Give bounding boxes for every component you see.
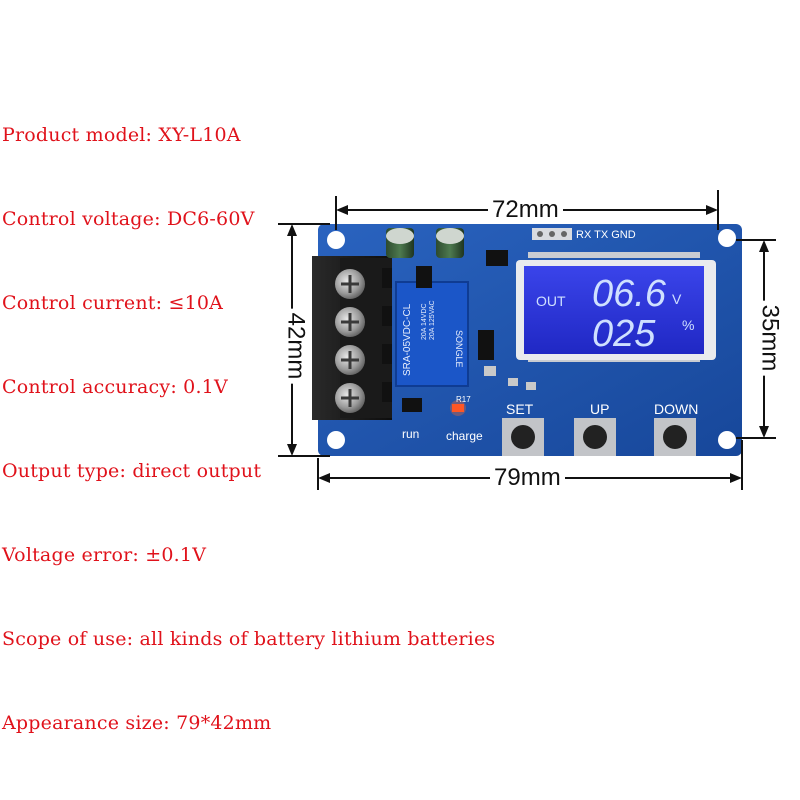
relay-brand: SONGLE — [454, 330, 464, 368]
lcd-voltage-unit: V — [672, 291, 682, 307]
spec-scope-of-use: Scope of use: all kinds of battery lithi… — [2, 628, 496, 650]
button-label-set: SET — [506, 401, 534, 417]
spec-output-type: Output type: direct output — [2, 460, 262, 482]
tactile-buttons: SET UP DOWN — [502, 401, 698, 456]
spec-appearance-size: Appearance size: 79*42mm — [2, 712, 272, 734]
led-charge-label: charge — [446, 429, 483, 443]
set-button-cap — [511, 425, 535, 449]
spec-voltage-error: Voltage error: ±0.1V — [2, 544, 207, 566]
button-label-down: DOWN — [654, 401, 698, 417]
up-button-cap — [583, 425, 607, 449]
lcd-percent-unit: % — [682, 317, 694, 333]
relay-model: SRA-05VDC-CL — [402, 303, 413, 376]
mounting-holes — [327, 229, 736, 449]
down-button-cap — [663, 425, 687, 449]
header-pin-labels: RX TX GND — [576, 229, 636, 241]
header-pins: RX TX GND — [532, 228, 636, 241]
lcd-percent-value: 025 — [592, 313, 656, 355]
dimension-label-left: 42mm — [282, 308, 309, 384]
spec-control-voltage: Control voltage: DC6-60V — [2, 208, 255, 230]
screw-terminal-block — [312, 256, 392, 420]
dimension-label-right: 35mm — [756, 300, 783, 376]
lcd-display: OUT 06.6 V 025 % — [516, 260, 716, 360]
spec-control-current: Control current: ≤10A — [2, 292, 224, 314]
lcd-mode-label: OUT — [536, 293, 566, 309]
spec-product-model: Product model: XY-L10A — [2, 124, 241, 146]
relay: SRA-05VDC-CL 20A 14VDC 20A 125VAC SONGLE — [395, 281, 469, 387]
spec-control-accuracy: Control accuracy: 0.1V — [2, 376, 228, 398]
dimension-label-top: 72mm — [488, 198, 563, 222]
dimension-lines — [278, 190, 776, 490]
smd-components — [402, 250, 536, 412]
terminal-screws — [335, 269, 365, 413]
relay-rating-1: 20A 14VDC — [421, 303, 428, 340]
lcd-voltage-value: 06.6 — [592, 273, 667, 315]
led-ref-label: R17 — [456, 395, 471, 404]
relay-rating-2: 20A 125VAC — [429, 300, 436, 340]
button-label-up: UP — [590, 401, 609, 417]
dimension-label-bottom: 79mm — [490, 466, 565, 490]
led-run-label: run — [402, 427, 419, 441]
capacitors — [386, 228, 464, 258]
status-leds: R17 run charge — [402, 395, 483, 443]
